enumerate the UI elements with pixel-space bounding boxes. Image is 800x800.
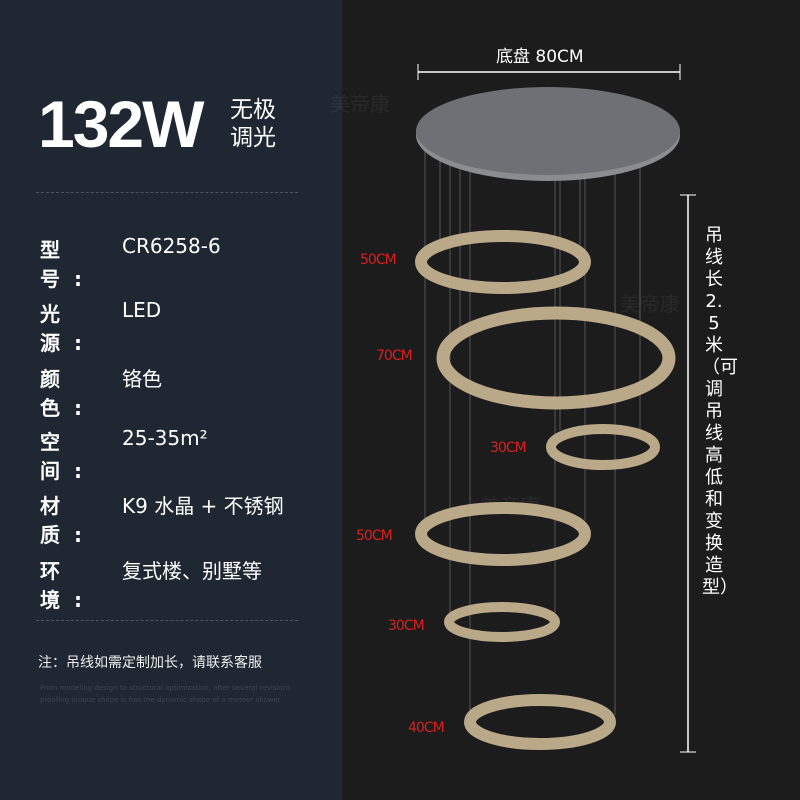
note-text: 注：吊线如需定制加长，请联系客服 (38, 655, 262, 671)
cable-length: 吊线长2.5米（可调吊线高低和变换造型） (702, 225, 738, 598)
divider (36, 620, 298, 621)
ring-label: 70CM (376, 348, 413, 364)
watermark: 美帝康 (620, 292, 680, 316)
divider (36, 192, 298, 193)
power-rating: 132W (38, 87, 204, 161)
ring-label: 30CM (490, 440, 527, 456)
ring-label: 30CM (388, 618, 425, 634)
spec-row: 型号:CR6258-6 (40, 234, 221, 291)
spec-row: 材质:K9 水晶 + 不锈钢 (40, 494, 284, 547)
spec-panel (0, 0, 342, 800)
spec-row: 颜色:铬色 (40, 367, 162, 420)
ring-label: 40CM (408, 720, 445, 736)
dimming-label: 无极调光 (230, 97, 276, 151)
ring-label: 50CM (356, 528, 393, 544)
spec-row: 空间:25-35m² (40, 426, 208, 483)
english-caption: From modeling design to structural optim… (40, 684, 291, 704)
base-dimension: 底盘 80CM (496, 47, 584, 67)
watermark: 美帝康 (330, 92, 390, 116)
spec-row: 光源:LED (40, 298, 162, 355)
spec-row: 环境:复式楼、别墅等 (40, 559, 262, 612)
ring-label: 50CM (360, 252, 397, 268)
